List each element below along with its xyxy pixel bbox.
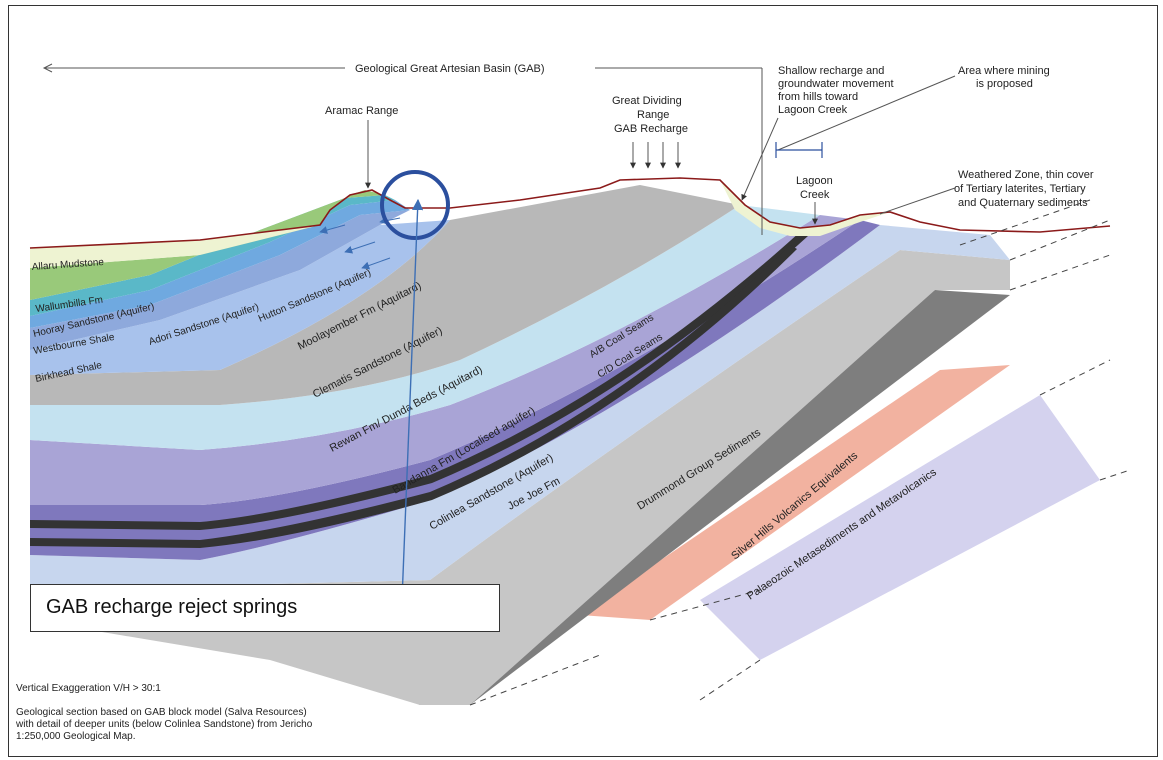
label-mining-2: is proposed bbox=[976, 78, 1033, 90]
label-lagoon-1: Lagoon bbox=[796, 175, 833, 187]
title-line bbox=[42, 63, 763, 235]
silverhills-unit bbox=[580, 365, 1010, 620]
label-gdr-2: Range bbox=[637, 109, 669, 121]
label-shallow-4: Lagoon Creek bbox=[778, 104, 848, 116]
diagram-title: Geological Great Artesian Basin (GAB) bbox=[355, 63, 545, 75]
callout-box bbox=[30, 584, 500, 632]
label-gdr-1: Great Dividing bbox=[612, 95, 682, 107]
reject-springs-circle bbox=[380, 170, 450, 240]
colinlea-unit bbox=[30, 225, 1010, 590]
label-shallow-3: from hills toward bbox=[778, 91, 858, 103]
recharge-arrows bbox=[630, 142, 681, 169]
ground-surface bbox=[29, 177, 1111, 249]
label-weathered-2: of Tertiary laterites, Tertiary bbox=[954, 183, 1086, 195]
label-mining-1: Area where mining bbox=[958, 65, 1050, 77]
flow-arrows bbox=[319, 216, 401, 270]
mining-extent-marker bbox=[775, 142, 823, 158]
note-source-2: with detail of deeper units (below Colin… bbox=[16, 719, 313, 730]
label-shallow-1: Shallow recharge and bbox=[778, 65, 884, 77]
clematis-unit bbox=[30, 205, 820, 450]
label-gdr-3: GAB Recharge bbox=[614, 123, 688, 135]
note-exaggeration: Vertical Exaggeration V/H > 30:1 bbox=[16, 683, 161, 694]
label-weathered-1: Weathered Zone, thin cover bbox=[958, 169, 1094, 181]
pointer-weathered bbox=[879, 187, 956, 215]
label-lagoon-2: Creek bbox=[800, 189, 830, 201]
reject-springs-arrow bbox=[401, 198, 424, 601]
label-aramac-range: Aramac Range bbox=[325, 105, 398, 117]
pointer-mining bbox=[777, 75, 956, 151]
adori-unit bbox=[30, 200, 410, 328]
label-shallow-2: groundwater movement bbox=[778, 78, 894, 90]
birkhead-unit bbox=[30, 210, 410, 350]
moolayember-unit bbox=[30, 185, 740, 405]
dashed-extent-lines bbox=[469, 199, 1131, 706]
callout-text: GAB recharge reject springs bbox=[46, 596, 298, 618]
wallumbilla-unit bbox=[30, 190, 385, 300]
palaeozoic-unit bbox=[700, 395, 1100, 660]
label-allaru: Allaru Mudstone bbox=[31, 257, 104, 273]
hutton-unit bbox=[30, 220, 450, 375]
allaru-unit bbox=[30, 225, 320, 268]
note-source-1: Geological section based on GAB block mo… bbox=[16, 707, 307, 718]
label-weathered-3: and Quaternary sediments bbox=[958, 197, 1088, 209]
rewan-unit bbox=[30, 215, 860, 505]
note-source-3: 1:250,000 Geological Map. bbox=[16, 731, 136, 742]
pointer-shallow bbox=[741, 117, 779, 201]
